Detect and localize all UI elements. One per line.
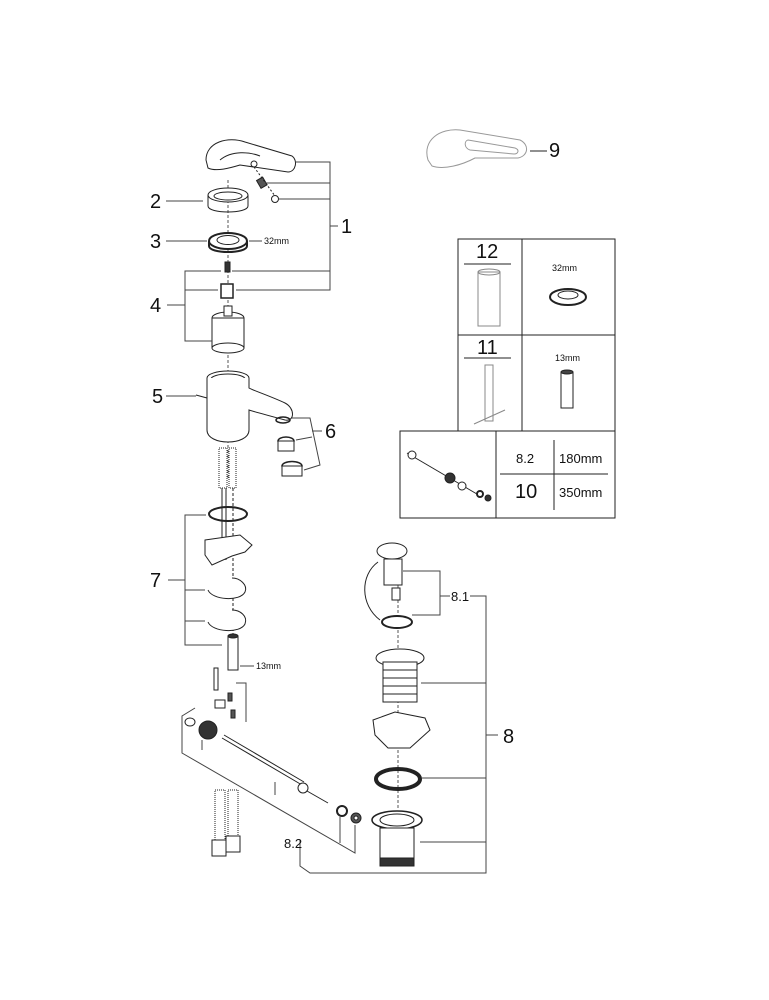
tool-size-32mm: 32mm <box>552 263 578 273</box>
pop-up-plug-part <box>376 542 408 601</box>
tool-13mm-socket-icon <box>560 369 574 409</box>
rotate-arrow <box>364 561 381 621</box>
callout-5: 5 <box>152 386 164 408</box>
supply-hoses-part <box>211 789 241 857</box>
plug-seal-part <box>381 615 413 629</box>
waste-flange-part <box>375 648 425 703</box>
callout-2: 2 <box>150 191 162 213</box>
o-ring-part <box>208 506 248 522</box>
callout-8-2: 8.2 <box>284 836 303 851</box>
rod-length-180mm: 180mm <box>559 451 603 466</box>
cover-cap-part <box>207 187 249 213</box>
callout-6: 6 <box>325 421 337 443</box>
tool-number-12: 12 <box>476 241 499 263</box>
tool-size-13mm: 13mm <box>555 353 581 363</box>
dimension-13mm: 13mm <box>256 661 282 671</box>
basin-section <box>372 711 431 749</box>
callout-1: 1 <box>341 216 353 238</box>
callout-7: 7 <box>150 570 162 592</box>
dimension-32mm: 32mm <box>264 236 290 246</box>
tools-table <box>399 238 616 519</box>
pin-part <box>213 667 219 691</box>
aerator-housing-part <box>281 460 303 477</box>
aerator-part <box>277 436 295 452</box>
threaded-rod-part <box>227 633 239 671</box>
cartridge-part <box>211 305 245 354</box>
aerator-washer-part <box>275 416 291 424</box>
tool-12-socket-icon <box>477 268 501 327</box>
alternate-lever-part <box>426 129 527 168</box>
screw-part <box>224 261 231 273</box>
mixer-body-part <box>195 370 293 443</box>
leader-lines <box>166 161 498 874</box>
sink-section <box>204 534 253 566</box>
waste-gasket-part <box>374 767 422 791</box>
tool-number-11: 11 <box>477 337 498 359</box>
lever-handle-part <box>205 139 296 203</box>
tool-32mm-nut-icon <box>549 288 587 306</box>
rod-part-10: 10 <box>515 481 538 503</box>
adapter-part <box>220 283 234 299</box>
callout-9: 9 <box>549 140 561 162</box>
tool-11-key-icon <box>473 364 506 425</box>
fixing-plate-part <box>207 577 247 599</box>
callout-8: 8 <box>503 726 515 748</box>
cartridge-nut-part <box>208 232 248 253</box>
waste-body-part <box>371 810 423 867</box>
callout-3: 3 <box>150 231 162 253</box>
callout-8-1: 8.1 <box>451 589 470 604</box>
lift-rod-kit <box>184 692 362 824</box>
rod-assembly-icon <box>406 450 492 502</box>
rod-part-8-2: 8.2 <box>516 451 535 466</box>
rod-length-350mm: 350mm <box>559 485 603 500</box>
callout-4: 4 <box>150 295 162 317</box>
fixing-washer-part <box>207 609 247 631</box>
